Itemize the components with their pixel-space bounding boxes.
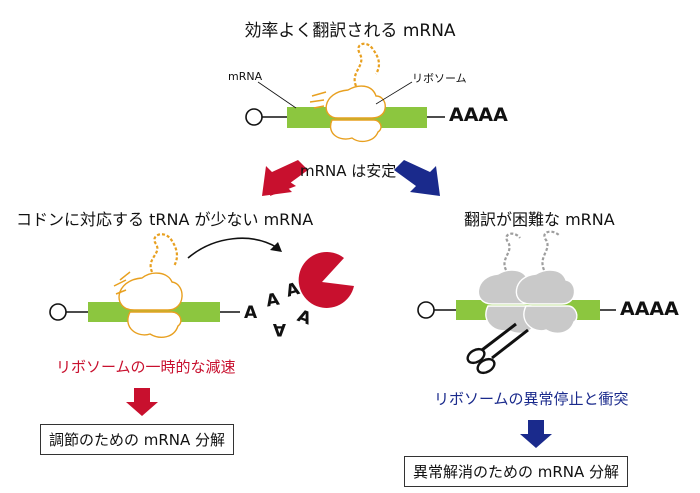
- curved-arrow-head: [270, 242, 282, 252]
- title: 効率よく翻訳される mRNA: [244, 21, 456, 41]
- left-heading: コドンに対応する tRNA が少ない mRNA: [16, 210, 314, 229]
- stable-label: mRNA は安定: [300, 162, 397, 180]
- left-polya-a-3: A: [294, 306, 314, 330]
- left-polya-a-2: A: [284, 279, 303, 302]
- left-polya-a-4: A: [272, 319, 286, 339]
- right-ribosome-2: [515, 230, 578, 334]
- curved-arrow: [187, 237, 279, 259]
- top-polya-tail: AAAA: [449, 104, 508, 126]
- right-5prime-cap: [417, 301, 435, 319]
- right-result-text: 異常解消のための mRNA 分解: [413, 463, 620, 481]
- red-down-arrow: [126, 388, 158, 416]
- mrna-label: mRNA: [228, 70, 263, 83]
- top-5prime-cap: [245, 108, 263, 126]
- left-result-box: 調節のための mRNA 分解: [40, 424, 235, 455]
- navy-arrow-right: [394, 160, 440, 196]
- navy-down-arrow: [520, 420, 552, 448]
- left-ribosome: [113, 233, 183, 338]
- right-heading: 翻訳が困難な mRNA: [464, 210, 615, 229]
- left-polya-a-1: A: [264, 289, 281, 311]
- scissors-icon: [466, 322, 529, 375]
- left-caption: リボソームの一時的な減速: [56, 358, 236, 376]
- ribosome-label: リボソーム: [412, 72, 467, 85]
- left-5prime-cap: [49, 303, 67, 321]
- top-ribosome: [309, 42, 386, 143]
- nuclease-icon: [298, 251, 354, 308]
- left-result-text: 調節のための mRNA 分解: [49, 431, 226, 449]
- red-arrow-left-shape: [262, 160, 308, 196]
- right-caption: リボソームの異常停止と衝突: [434, 390, 629, 408]
- mrna-leader-line: [257, 81, 297, 109]
- left-polya-a-0: A: [244, 303, 258, 323]
- right-result-box: 異常解消のための mRNA 分解: [404, 456, 629, 487]
- ribosome-leader-line: [375, 81, 413, 105]
- right-polya-tail: AAAA: [620, 298, 679, 320]
